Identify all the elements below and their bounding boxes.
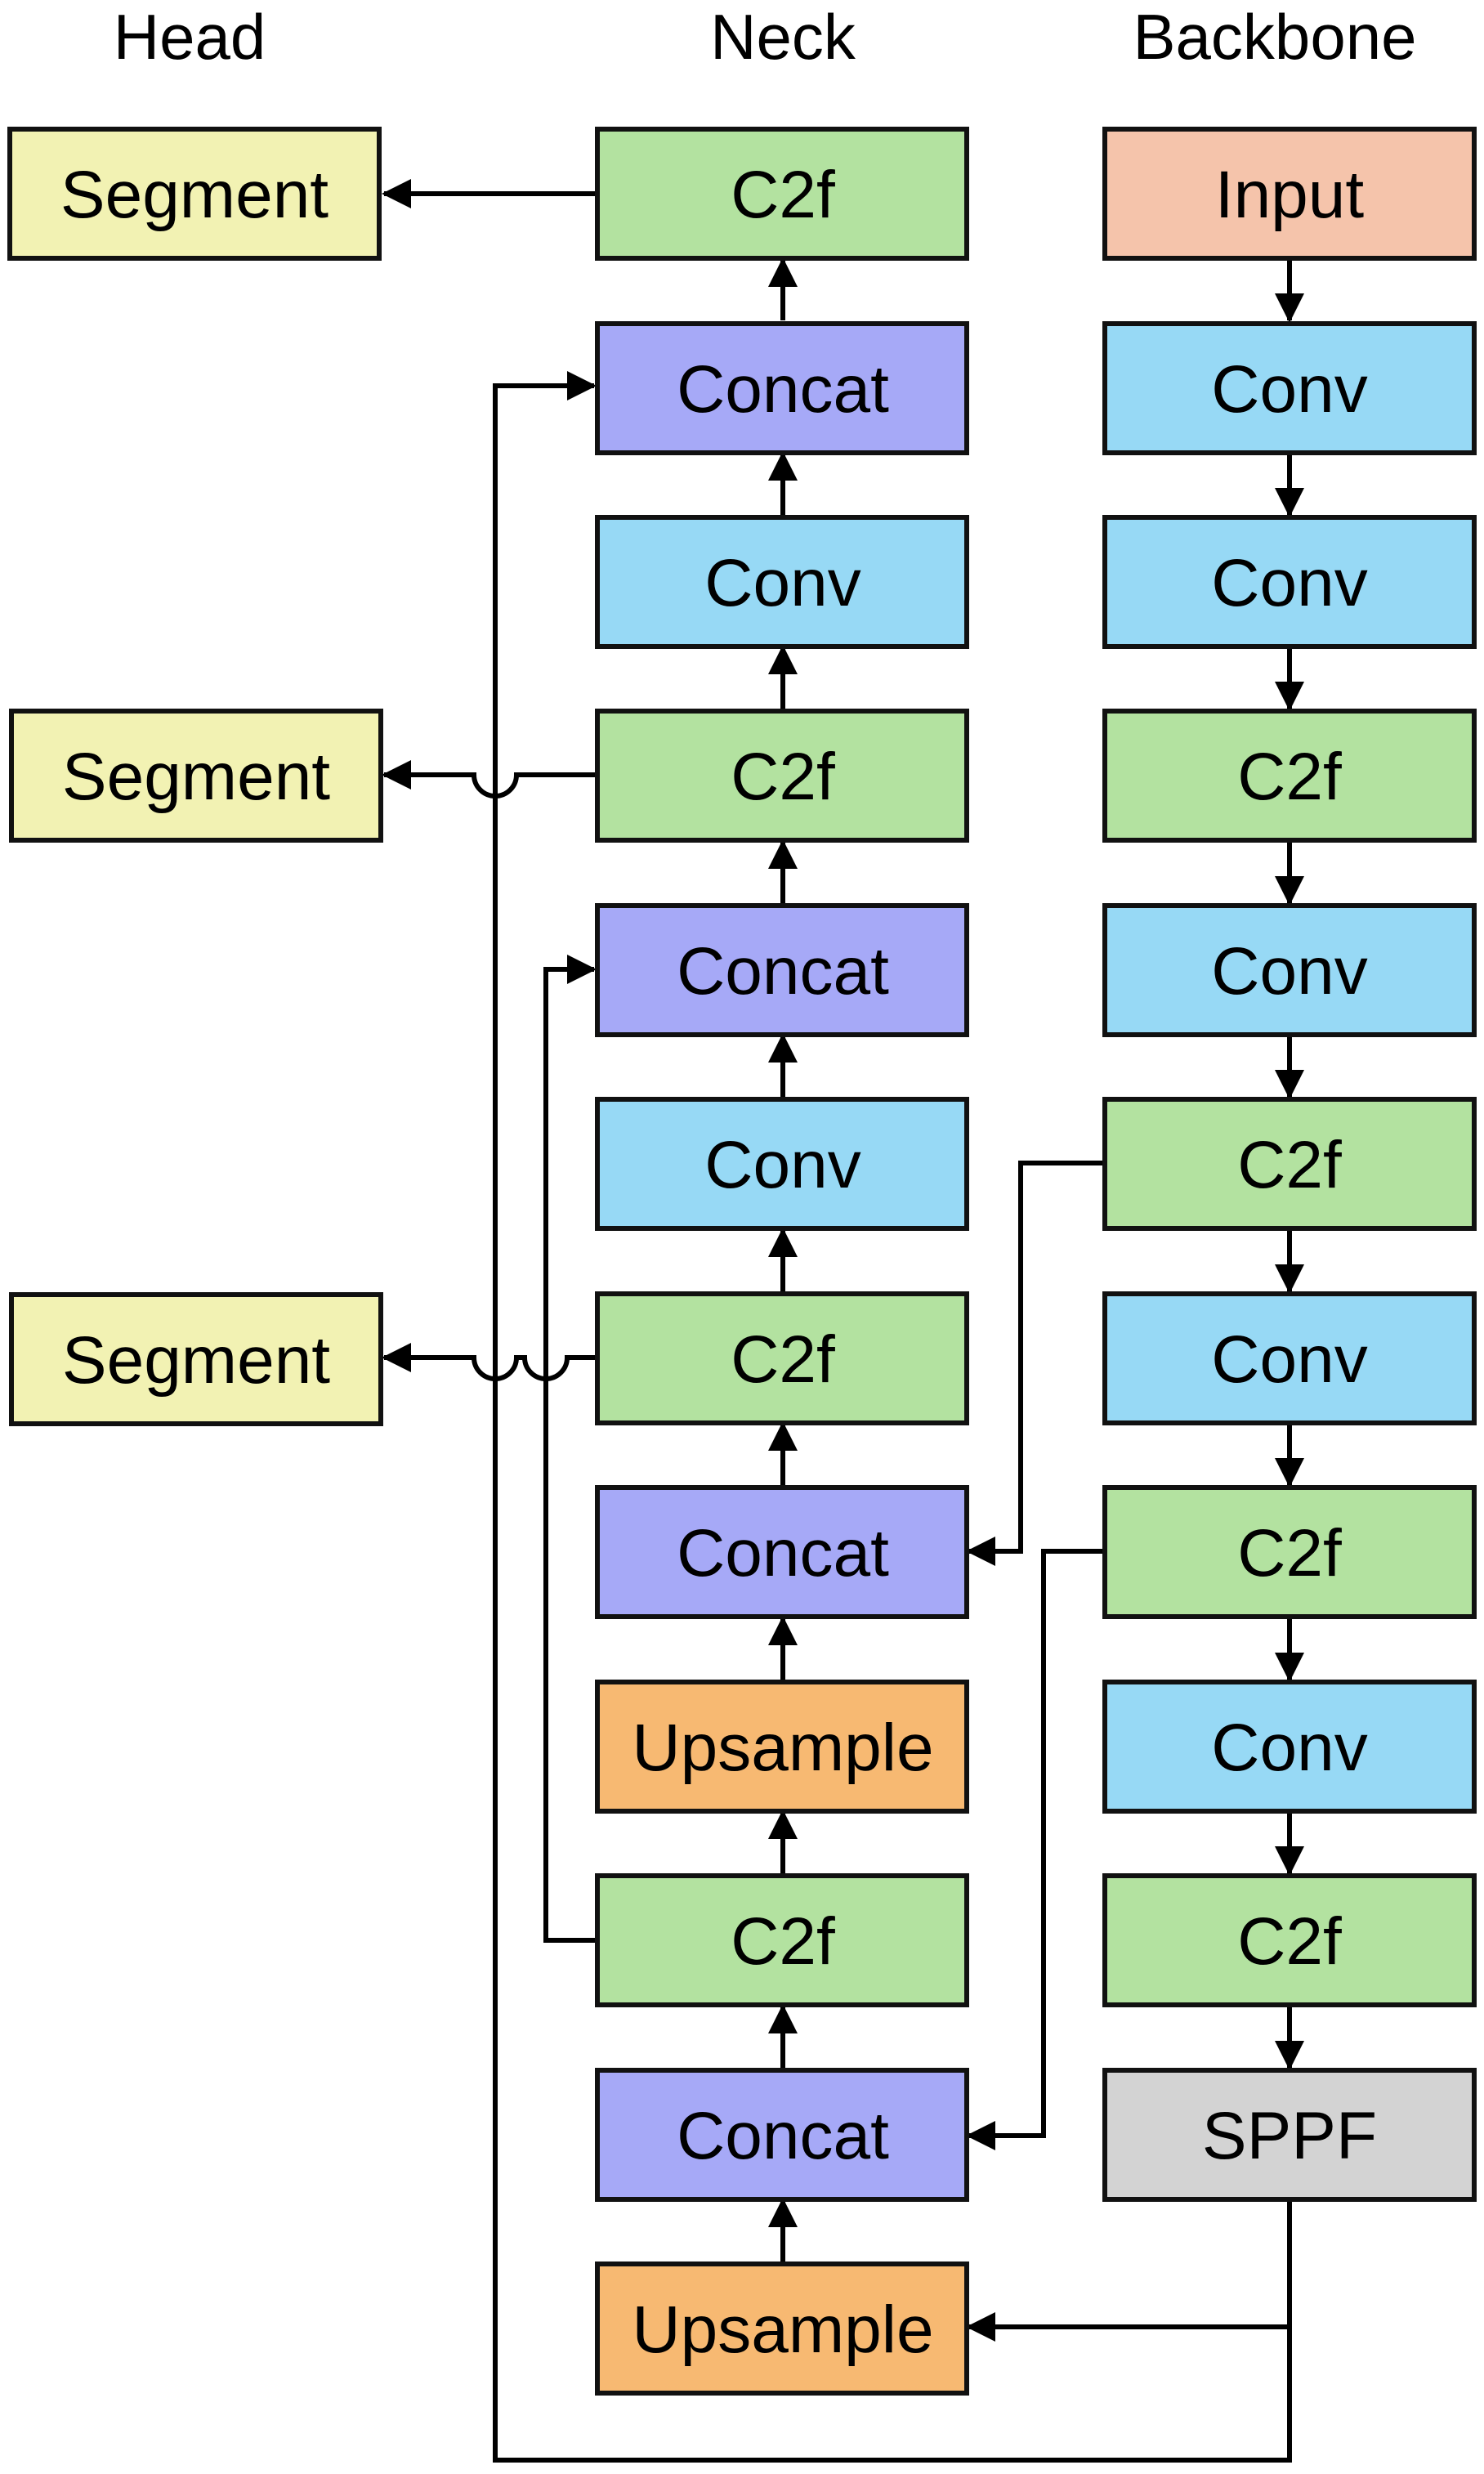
neck-c2f-2: C2f bbox=[595, 709, 969, 843]
segment-block-1: Segment bbox=[7, 127, 382, 261]
concat-label: Concat bbox=[677, 2099, 889, 2173]
upsample-label: Upsample bbox=[632, 1711, 933, 1785]
concat-label: Concat bbox=[677, 352, 889, 427]
neck-concat-2: Concat bbox=[595, 903, 969, 1037]
conv-label: Conv bbox=[1211, 546, 1367, 620]
backbone-conv-5: Conv bbox=[1102, 1680, 1477, 1814]
backbone-conv-1: Conv bbox=[1102, 321, 1477, 455]
head-column-header: Head bbox=[114, 1, 266, 73]
c2f-label: C2f bbox=[1237, 1128, 1342, 1202]
neck-c2f-top: C2f bbox=[595, 127, 969, 261]
backbone-c2f-1: C2f bbox=[1102, 709, 1477, 843]
segment-label: Segment bbox=[62, 740, 330, 814]
neck-column-header: Neck bbox=[710, 1, 856, 73]
lateral-connections bbox=[382, 179, 1292, 2463]
backbone-input: Input bbox=[1102, 127, 1477, 261]
neck-concat-1: Concat bbox=[595, 321, 969, 455]
conv-label: Conv bbox=[1211, 1711, 1367, 1785]
c2f-label: C2f bbox=[1237, 1516, 1342, 1590]
concat-label: Concat bbox=[677, 1516, 889, 1590]
c2f-label: C2f bbox=[731, 1904, 835, 1979]
neck-conv-1: Conv bbox=[595, 515, 969, 649]
neck-upsample-2: Upsample bbox=[595, 2261, 969, 2396]
input-label: Input bbox=[1215, 158, 1365, 232]
segment-label: Segment bbox=[62, 1323, 330, 1398]
segment-block-2: Segment bbox=[9, 709, 383, 843]
conv-label: Conv bbox=[1211, 934, 1367, 1009]
backbone-conv-3: Conv bbox=[1102, 903, 1477, 1037]
neck-conv-2: Conv bbox=[595, 1097, 969, 1231]
conv-label: Conv bbox=[704, 546, 860, 620]
c2f-label: C2f bbox=[1237, 740, 1342, 814]
segment-block-3: Segment bbox=[9, 1292, 383, 1426]
c2f-label: C2f bbox=[731, 740, 835, 814]
segment-label: Segment bbox=[60, 158, 329, 232]
c2f-label: C2f bbox=[1237, 1904, 1342, 1979]
conv-label: Conv bbox=[704, 1128, 860, 1202]
neck-c2f-3: C2f bbox=[595, 1291, 969, 1425]
neck-concat-3: Concat bbox=[595, 1485, 969, 1619]
backbone-column-header: Backbone bbox=[1133, 1, 1417, 73]
sppf-label: SPPF bbox=[1202, 2099, 1377, 2173]
neck-concat-4: Concat bbox=[595, 2068, 969, 2202]
concat-label: Concat bbox=[677, 934, 889, 1009]
backbone-c2f-3: C2f bbox=[1102, 1485, 1477, 1619]
backbone-conv-2: Conv bbox=[1102, 515, 1477, 649]
neck-upsample-1: Upsample bbox=[595, 1680, 969, 1814]
conv-label: Conv bbox=[1211, 352, 1367, 427]
backbone-c2f-4: C2f bbox=[1102, 1873, 1477, 2007]
c2f-label: C2f bbox=[731, 158, 835, 232]
backbone-sppf: SPPF bbox=[1102, 2068, 1477, 2202]
conv-label: Conv bbox=[1211, 1322, 1367, 1397]
upsample-label: Upsample bbox=[632, 2293, 933, 2367]
backbone-conv-4: Conv bbox=[1102, 1291, 1477, 1425]
backbone-c2f-2: C2f bbox=[1102, 1097, 1477, 1231]
neck-c2f-4: C2f bbox=[595, 1873, 969, 2007]
c2f-label: C2f bbox=[731, 1322, 835, 1397]
